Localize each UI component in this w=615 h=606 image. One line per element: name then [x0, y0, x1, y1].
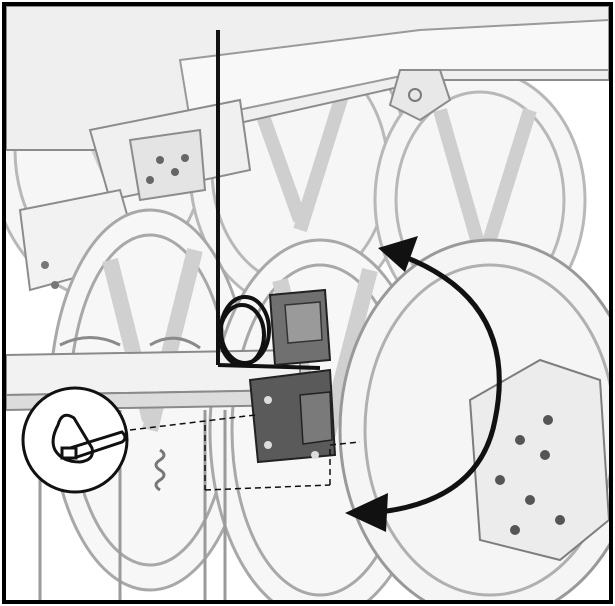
- rotation-arrow[interactable]: [345, 236, 502, 532]
- top-frame-beam: [6, 6, 609, 151]
- mounting-bracket: [248, 288, 337, 464]
- linch-pin-callout[interactable]: [21, 386, 129, 494]
- dashed-leader-lines: [129, 414, 361, 491]
- linch-pin-icon: [51, 413, 127, 464]
- front-rotor-disc: [338, 238, 609, 600]
- coil-spring-tine: [216, 30, 321, 370]
